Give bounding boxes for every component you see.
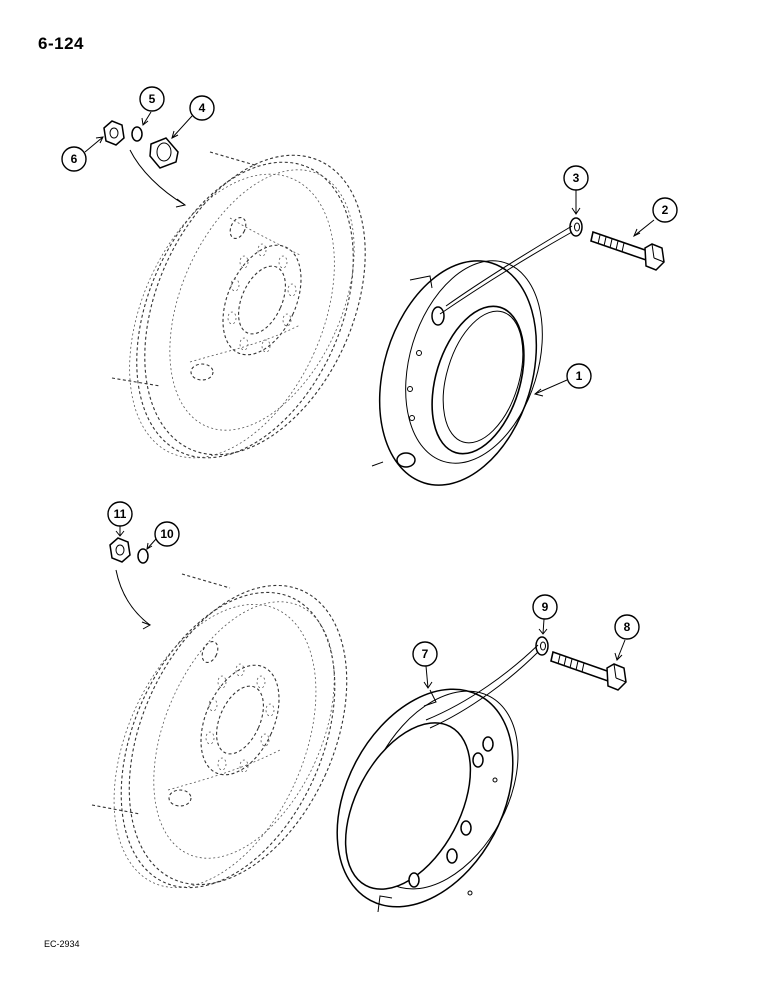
upper-wheel-weight xyxy=(371,260,543,486)
callout-5: 5 xyxy=(149,92,156,106)
callout-9: 9 xyxy=(542,600,549,614)
callouts: 1 2 3 4 5 6 xyxy=(61,86,678,689)
lower-bolt xyxy=(550,650,627,691)
upper-spacer xyxy=(149,137,179,169)
upper-lock-washer xyxy=(131,126,143,142)
lower-lock-washer xyxy=(137,548,149,564)
callout-8: 8 xyxy=(624,620,631,634)
lower-nut xyxy=(109,537,131,563)
callout-11: 11 xyxy=(114,507,127,521)
upper-nut xyxy=(103,120,125,146)
callout-3: 3 xyxy=(573,171,580,185)
callout-4: 4 xyxy=(199,101,206,115)
figure-code: EC-2934 xyxy=(44,939,80,949)
upper-wheel-rim xyxy=(111,151,366,459)
page-number: 6-124 xyxy=(38,34,84,53)
callout-2: 2 xyxy=(662,203,669,217)
upper-washer xyxy=(569,217,583,237)
upper-bolt xyxy=(590,230,665,271)
callout-1: 1 xyxy=(576,369,583,383)
lower-wheel-rim xyxy=(91,573,348,889)
callout-6: 6 xyxy=(71,152,78,166)
callout-10: 10 xyxy=(160,527,174,541)
lower-wheel-weight xyxy=(336,688,519,913)
callout-7: 7 xyxy=(422,647,429,661)
lower-washer xyxy=(535,636,549,656)
